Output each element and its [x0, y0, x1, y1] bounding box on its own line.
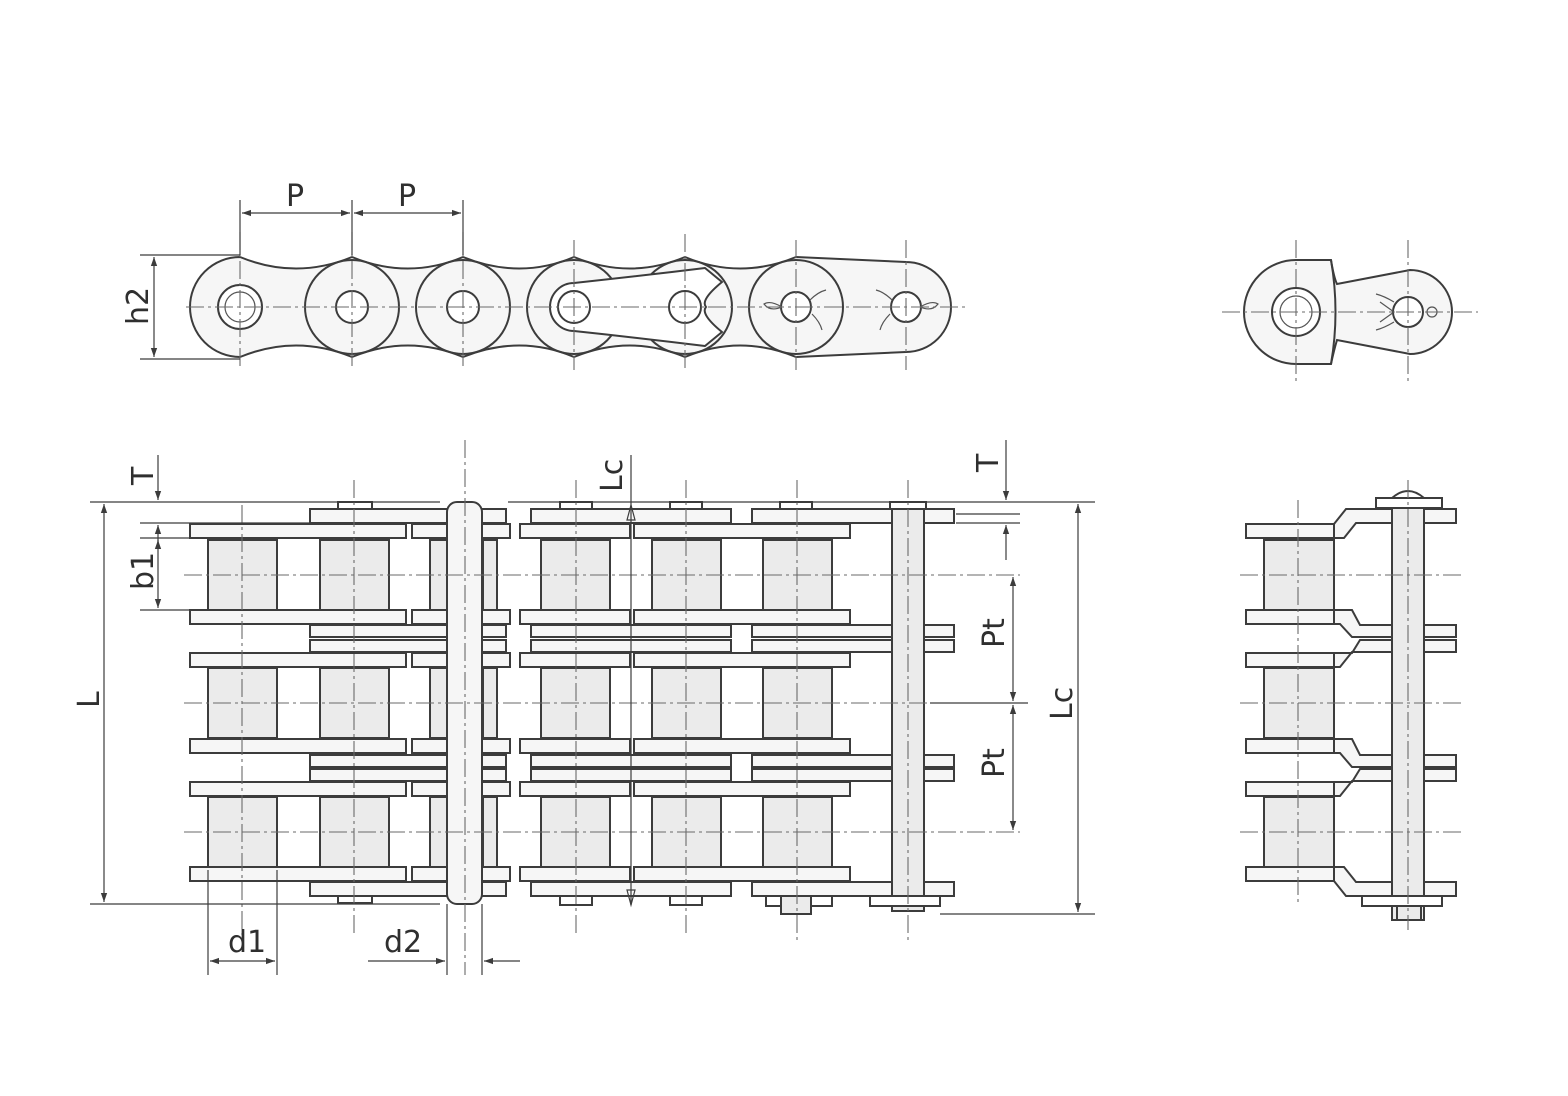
label-connecting-length-top: Lc: [595, 459, 630, 492]
chain-top-view: [90, 440, 1095, 975]
label-roller-diameter: d1: [228, 925, 266, 960]
label-pitch-2: P: [398, 179, 416, 214]
label-transverse-pitch-2: Pt: [977, 748, 1012, 778]
chain-end-section-view: [1240, 480, 1462, 930]
label-transverse-pitch-1: Pt: [977, 618, 1012, 648]
label-plate-height: h2: [121, 287, 156, 325]
label-pin-diameter: d2: [384, 925, 422, 960]
chain-side-view: [140, 200, 968, 370]
pins: [337, 501, 941, 915]
chain-end-view: [1222, 240, 1478, 382]
inner-plates: [189, 523, 851, 882]
label-connecting-length-side: Lc: [1045, 687, 1080, 720]
label-pitch-1: P: [286, 179, 304, 214]
label-overall-length: L: [72, 691, 107, 708]
label-plate-thickness-right: T: [971, 453, 1006, 473]
label-inner-width: b1: [126, 552, 161, 590]
label-plate-thickness-left: T: [126, 466, 161, 486]
